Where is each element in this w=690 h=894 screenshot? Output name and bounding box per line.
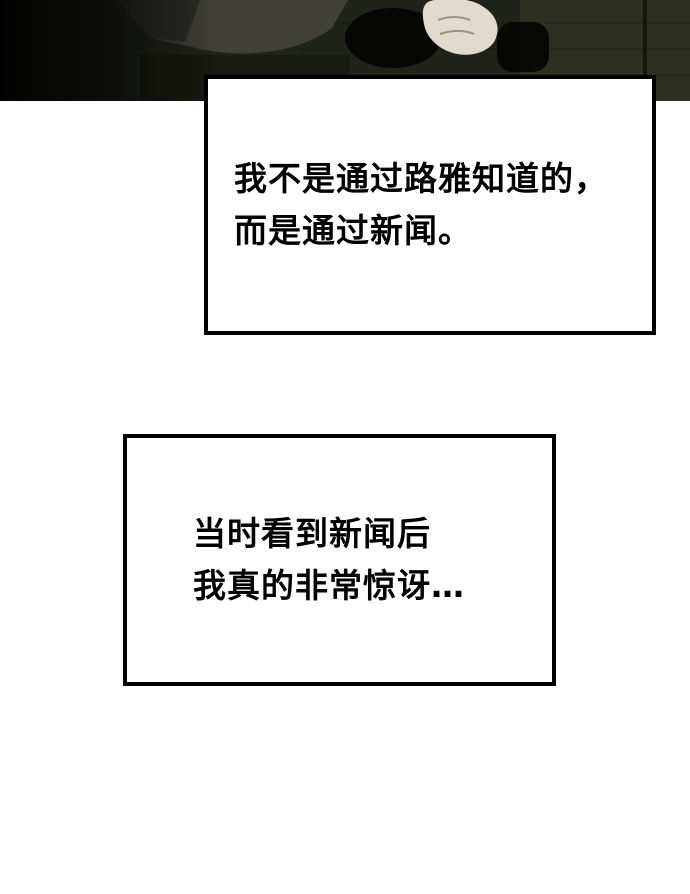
fabric-texture-line <box>300 48 690 50</box>
couch-hole-right <box>497 22 549 72</box>
narration-line: 而是通过新闻。 <box>234 211 472 250</box>
narration-box-1: 我不是通过路雅知道的， 而是通过新闻。 <box>204 75 656 335</box>
narration-box-2: 当时看到新闻后 我真的非常惊讶… <box>123 434 556 686</box>
hand-shape <box>422 0 498 55</box>
couch-seam <box>643 0 647 101</box>
finger-line <box>439 30 475 35</box>
couch-hole-left <box>345 8 441 68</box>
narration-line: 我不是通过路雅知道的， <box>234 159 608 198</box>
left-shadow <box>0 0 215 101</box>
narration-line: 当时看到新闻后 <box>193 514 431 553</box>
panel-artwork <box>0 0 690 101</box>
narration-line: 我真的非常惊讶… <box>193 566 465 605</box>
finger-line <box>437 16 471 21</box>
couch-scene-illustration <box>0 0 690 101</box>
